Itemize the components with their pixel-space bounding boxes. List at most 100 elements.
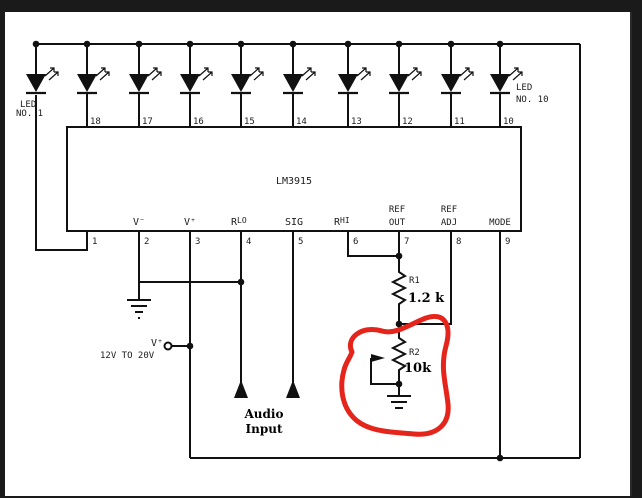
- bottom-pin-number: 4: [246, 237, 251, 247]
- label-vminus: V⁻: [133, 217, 145, 228]
- led-5: [231, 40, 264, 127]
- led-emission-arrow: [99, 71, 110, 81]
- bottom-pin-number: 6: [353, 237, 358, 247]
- top-pin-number: 10: [503, 117, 514, 127]
- led-2: [77, 40, 110, 127]
- bottom-pin-number: 3: [195, 237, 200, 247]
- led-emission-arrow: [407, 67, 418, 77]
- led-diode-triangle: [129, 74, 149, 92]
- junction-dot: [395, 320, 403, 328]
- led-emission-arrow: [95, 67, 106, 77]
- chip-name: LM3915: [276, 176, 312, 187]
- led-diode-triangle: [283, 74, 303, 92]
- top-pin-number: 14: [296, 117, 307, 127]
- led-emission-arrow: [253, 71, 264, 81]
- label-mode: MODE: [489, 218, 511, 228]
- led-diode-triangle: [180, 74, 200, 92]
- r2-wiper-wire: [370, 358, 399, 385]
- vplus-terminal: [163, 341, 173, 351]
- ground-symbol-left: [127, 299, 151, 319]
- label-refadj-top: REF: [441, 205, 457, 215]
- ground-symbol-r2: [387, 395, 411, 409]
- label-rhi: RHI: [334, 216, 350, 228]
- led-first-label-1: LED: [20, 100, 36, 110]
- label-refadj-bot: ADJ: [441, 218, 457, 228]
- audio-input-line1: Audio: [244, 407, 284, 421]
- red-highlight-circle: [339, 314, 451, 437]
- audio-input-line2: Input: [246, 422, 283, 436]
- junction-dot: [395, 252, 403, 260]
- led-emission-arrow: [301, 67, 312, 77]
- junction-dot: [395, 380, 403, 388]
- led-emission-arrow: [249, 67, 260, 77]
- label-refout-bot: OUT: [389, 218, 406, 228]
- bottom-pin-number: 7: [404, 237, 409, 247]
- junction-dot: [496, 454, 504, 462]
- top-rail: [35, 43, 581, 459]
- led-emission-arrow: [202, 71, 213, 81]
- top-pin-number: 12: [402, 117, 413, 127]
- label-vplus: V⁺: [184, 217, 196, 228]
- led-emission-arrow: [147, 67, 158, 77]
- bottom-pin-number: 2: [144, 237, 149, 247]
- r2-value: 10k: [404, 361, 432, 376]
- led-8: [389, 40, 422, 127]
- led-7: [338, 40, 371, 127]
- lm3915-chip: [66, 126, 522, 232]
- led-emission-arrow: [198, 67, 209, 77]
- led-emission-arrow: [356, 67, 367, 77]
- led-diode-triangle: [490, 74, 510, 92]
- led-diode-triangle: [231, 74, 251, 92]
- led-4: [180, 40, 213, 127]
- bottom-pin-number: 9: [505, 237, 510, 247]
- r1-name: R1: [409, 276, 420, 286]
- label-rlo: RLO: [231, 216, 247, 228]
- led-emission-arrow: [48, 71, 59, 81]
- top-pin-number: 18: [90, 117, 101, 127]
- supply-label: V⁺: [151, 338, 163, 349]
- led-emission-arrow: [44, 67, 55, 77]
- schematic-paper: [5, 12, 632, 496]
- top-pin-number: 15: [244, 117, 255, 127]
- supply-range: 12V TO 20V: [100, 351, 155, 361]
- bottom-pin-number: 8: [456, 237, 461, 247]
- label-sig: SIG: [285, 217, 303, 228]
- led-diode-triangle: [77, 74, 97, 92]
- junctions: [186, 252, 504, 462]
- r1-resistor: [390, 268, 408, 324]
- led-emission-arrow: [508, 67, 519, 77]
- led-emission-arrow: [463, 71, 474, 81]
- r2-potentiometer: [390, 324, 408, 396]
- led-emission-arrow: [151, 71, 162, 81]
- led-first-label-2: NO. 1: [16, 109, 43, 119]
- led-9: [441, 40, 474, 127]
- pin6-wire: [347, 248, 399, 257]
- led-array: [26, 40, 523, 127]
- led-diode-triangle: [26, 74, 46, 92]
- audio-input-arrow-right: [286, 380, 300, 398]
- led-diode-triangle: [389, 74, 409, 92]
- top-pin-number: 16: [193, 117, 204, 127]
- led-last-label-1: LED: [516, 83, 532, 93]
- led-6: [283, 40, 316, 127]
- led-emission-arrow: [459, 67, 470, 77]
- pin8-wire: [399, 248, 452, 325]
- bottom-pin-number: 5: [298, 237, 303, 247]
- led-10: [490, 40, 523, 127]
- r1-value: 1.2 k: [408, 291, 445, 306]
- led-1: [26, 40, 59, 95]
- led-emission-arrow: [411, 71, 422, 81]
- audio-input-arrow-left: [234, 380, 248, 398]
- junction-dot: [237, 278, 245, 286]
- led-3: [129, 40, 162, 127]
- junction-dot: [186, 342, 194, 350]
- r2-wiper-arrow: [371, 354, 385, 362]
- label-refout-top: REF: [389, 205, 405, 215]
- r2-name: R2: [409, 348, 420, 358]
- led-diode-triangle: [441, 74, 461, 92]
- top-pin-number: 11: [454, 117, 465, 127]
